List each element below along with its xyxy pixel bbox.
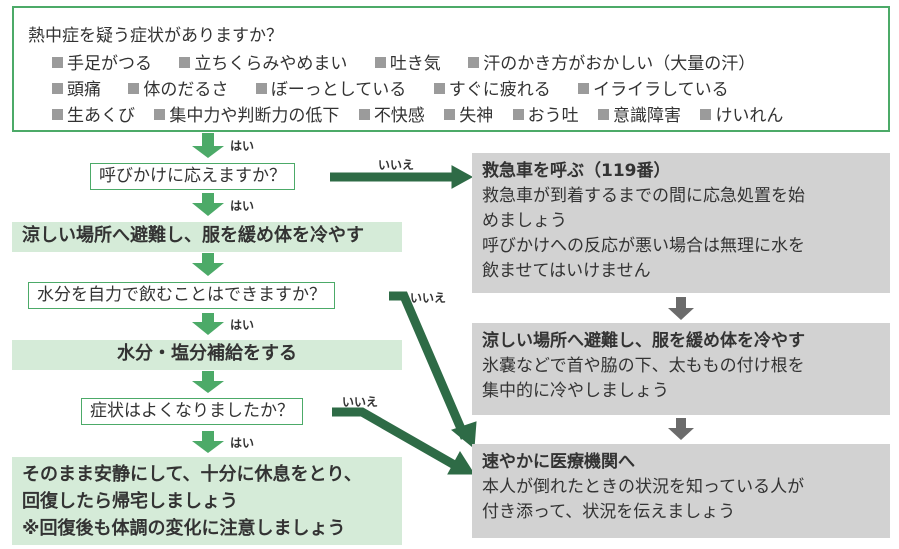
bullet-square-icon (52, 109, 63, 120)
symptom-question-box: 熱中症を疑う症状がありますか？ 手足がつる 立ちくらみやめまい 吐き気 汗のかき… (12, 6, 890, 132)
no-arrows (330, 165, 477, 475)
gray-arrows (668, 297, 694, 440)
yes-label-1: はい (230, 139, 255, 153)
bullet-square-icon (512, 109, 524, 120)
bullet-square-icon (128, 83, 140, 94)
cooling-line: 集中的に冷やしましょう (482, 381, 669, 401)
cool-down-action: 涼しい場所へ避難し、服を緩め体を冷やす (12, 222, 402, 252)
bullet-square-icon (52, 83, 63, 94)
symptom-item: 集中力や判断力の低下 (169, 106, 340, 126)
symptom-item: 汗のかき方がおかしい（大量の汗） (483, 54, 756, 74)
cooling-box: 涼しい場所へ避難し、服を緩め体を冷やす 氷嚢などで首や脇の下、太ももの付け根を … (472, 323, 890, 415)
bullet-square-icon (154, 109, 166, 120)
symptom-item: おう吐 (527, 106, 579, 126)
symptom-item: けいれん (715, 106, 784, 126)
bullet-square-icon (255, 83, 267, 94)
ambulance-line: 救急車が到着するまでの間に応急処置を始 (482, 186, 805, 206)
down-arrow-6 (192, 431, 224, 453)
down-arrow-2 (192, 193, 224, 216)
no-arrow-head-1 (451, 165, 474, 189)
cooling-line: 氷嚢などで首や脇の下、太ももの付け根を (482, 356, 805, 376)
bullet-square-icon (358, 109, 370, 120)
rest-line-2: 回復したら帰宅しましょう (22, 491, 238, 512)
hydrate-action: 水分・塩分補給をする (12, 340, 402, 370)
symptom-item: 意識障害 (613, 106, 682, 126)
response-question: 呼びかけに応えますか？ (90, 163, 295, 190)
no-arrow-head-3 (447, 451, 475, 475)
rest-note: ※回復後も体調の変化に注意しましょう (22, 518, 346, 539)
down-arrow-4 (192, 313, 224, 335)
no-arrow-head-2 (450, 421, 477, 449)
hospital-box: 速やかに医療機関へ 本人が倒れたときの状況を知っている人が 付き添って、状況を伝… (472, 444, 890, 538)
symptom-question: 熱中症を疑う症状がありますか？ (28, 26, 283, 46)
symptom-item: 立ちくらみやめまい (194, 54, 348, 74)
down-arrows (192, 133, 224, 453)
symptoms-row-2: 頭痛 体のだるさ ぼーっとしている すぐに疲れる イライラしている (52, 75, 751, 100)
symptom-item: 失神 (459, 106, 494, 126)
bullet-square-icon (468, 57, 480, 68)
hospital-line: 付き添って、状況を伝えましょう (482, 502, 736, 522)
bullet-square-icon (578, 83, 590, 94)
bullet-square-icon (444, 109, 456, 120)
bullet-square-icon (433, 83, 445, 94)
down-arrow-3 (192, 253, 224, 276)
ambulance-line: 呼びかけへの反応が悪い場合は無理に水を (482, 236, 805, 256)
ambulance-line: めましょう (482, 211, 567, 231)
down-arrow-5 (192, 371, 224, 393)
hospital-line: 本人が倒れたときの状況を知っている人が (482, 477, 805, 497)
rest-line-1: そのまま安静にして、十分に休息をとり、 (22, 464, 362, 485)
symptom-item: ぼーっとしている (270, 80, 407, 100)
gray-arrow-2 (668, 418, 694, 440)
gray-arrow-1 (668, 297, 694, 320)
bullet-square-icon (179, 57, 191, 68)
yes-label-4: はい (230, 436, 255, 450)
bullet-square-icon (598, 109, 610, 120)
down-arrow-1 (192, 133, 224, 158)
symptom-item: 生あくび (67, 106, 135, 126)
symptom-item: 体のだるさ (143, 80, 229, 100)
cooling-title: 涼しい場所へ避難し、服を緩め体を冷やす (482, 331, 805, 351)
yes-label-2: はい (230, 199, 255, 213)
ambulance-line: 飲ませてはいけません (482, 261, 651, 281)
symptom-item: 手足がつる (67, 54, 152, 74)
no-label-1: いいえ (378, 158, 415, 172)
yes-label-3: はい (230, 318, 255, 332)
improve-question: 症状はよくなりましたか？ (81, 398, 303, 425)
no-label-2: いいえ (410, 291, 447, 305)
symptom-item: 吐き気 (389, 54, 441, 74)
ambulance-box: 救急車を呼ぶ（119番） 救急車が到着するまでの間に応急処置を始 めましょう 呼… (472, 153, 890, 293)
bullet-square-icon (52, 57, 63, 68)
symptoms-row-1: 手足がつる 立ちくらみやめまい 吐き気 汗のかき方がおかしい（大量の汗） (52, 49, 777, 74)
bullet-square-icon (374, 57, 386, 68)
hospital-title: 速やかに医療機関へ (482, 452, 635, 472)
symptom-item: すぐに疲れる (448, 80, 551, 100)
symptom-item: イライラしている (593, 80, 729, 100)
symptom-item: 頭痛 (67, 80, 101, 100)
no-label-3: いいえ (342, 395, 379, 409)
bullet-square-icon (700, 109, 712, 120)
ambulance-title: 救急車を呼ぶ（119番） (482, 161, 671, 181)
rest-recover-box: そのまま安静にして、十分に休息をとり、 回復したら帰宅しましょう ※回復後も体調… (12, 457, 402, 545)
symptoms-row-3: 生あくび 集中力や判断力の低下 不快感 失神 おう吐 意識障害 けいれん (52, 101, 783, 126)
drink-question: 水分を自力で飲むことはできますか？ (28, 282, 335, 309)
symptom-item: 不快感 (373, 106, 425, 126)
